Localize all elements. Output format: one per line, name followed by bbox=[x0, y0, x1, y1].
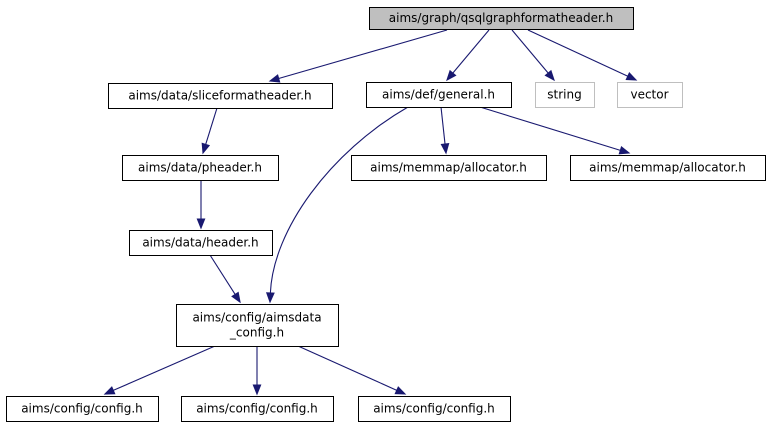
node-sliceformatheader[interactable]: aims/data/sliceformatheader.h bbox=[108, 83, 333, 109]
node-label: aims/data/header.h bbox=[142, 236, 258, 250]
node-label: aims/config/config.h bbox=[373, 402, 495, 416]
node-box bbox=[570, 155, 766, 181]
node-string[interactable]: string bbox=[535, 82, 595, 108]
edge-general-to-allocator_2 bbox=[479, 106, 631, 155]
node-box bbox=[181, 396, 334, 422]
edge-aimsdata_config-to-config_3 bbox=[297, 345, 407, 395]
node-box bbox=[535, 82, 595, 108]
node-label: aims/def/general.h bbox=[382, 88, 495, 102]
edge-aimsdata_config-to-config_2 bbox=[252, 346, 262, 396]
node-general[interactable]: aims/def/general.h bbox=[366, 82, 512, 108]
node-label: aims/data/pheader.h bbox=[138, 161, 262, 175]
node-label: _config.h bbox=[229, 326, 284, 340]
edge-root-to-sliceformatheader bbox=[268, 29, 448, 83]
arrowhead-icon bbox=[252, 384, 262, 396]
edge-line bbox=[452, 29, 490, 74]
edge-line bbox=[511, 29, 549, 74]
edge-pheader-to-header bbox=[196, 180, 206, 230]
arrowhead-icon bbox=[196, 218, 206, 230]
edge-root-to-general bbox=[446, 29, 490, 82]
arrowhead-icon bbox=[103, 386, 116, 395]
node-box bbox=[617, 82, 683, 108]
node-label: aims/memmap/allocator.h bbox=[370, 161, 527, 175]
node-label: aims/config/config.h bbox=[21, 402, 143, 416]
node-label: string bbox=[547, 88, 581, 102]
edge-general-to-allocator_1 bbox=[440, 106, 450, 155]
node-label: aims/graph/qsqlgraphformatheader.h bbox=[389, 11, 613, 25]
node-box bbox=[176, 304, 339, 347]
node-label: aims/data/sliceformatheader.h bbox=[128, 89, 311, 103]
edge-sliceformatheader-to-pheader bbox=[201, 107, 218, 155]
node-label: aims/memmap/allocator.h bbox=[589, 161, 746, 175]
node-box bbox=[369, 7, 634, 30]
node-config_2[interactable]: aims/config/config.h bbox=[181, 396, 334, 422]
edge-line bbox=[278, 29, 448, 80]
node-pheader[interactable]: aims/data/pheader.h bbox=[122, 155, 279, 181]
edge-line bbox=[269, 106, 409, 294]
node-label: aims/config/config.h bbox=[196, 402, 318, 416]
edge-general-to-aimsdata_config bbox=[265, 106, 409, 304]
arrowhead-icon bbox=[265, 292, 275, 304]
arrowhead-icon bbox=[625, 71, 638, 81]
edge-line bbox=[527, 29, 629, 77]
node-box bbox=[351, 155, 547, 181]
node-box bbox=[366, 82, 512, 108]
arrowhead-icon bbox=[231, 291, 241, 304]
edge-line bbox=[479, 106, 621, 151]
node-box bbox=[6, 396, 159, 422]
node-header[interactable]: aims/data/header.h bbox=[129, 230, 273, 256]
nodes-layer: aims/graph/qsqlgraphformatheader.h aims/d… bbox=[6, 7, 766, 422]
arrowhead-icon bbox=[446, 69, 457, 82]
edge-line bbox=[297, 345, 398, 391]
edge-root-to-vector bbox=[527, 29, 638, 81]
edge-line bbox=[440, 106, 446, 145]
edge-header-to-aimsdata_config bbox=[209, 254, 241, 304]
arrowhead-icon bbox=[440, 143, 450, 155]
edge-aimsdata_config-to-config_1 bbox=[103, 345, 216, 395]
node-vector[interactable]: vector bbox=[617, 82, 683, 108]
edge-line bbox=[113, 345, 216, 391]
arrowhead-icon bbox=[394, 386, 407, 395]
edge-line bbox=[209, 254, 236, 295]
node-box bbox=[122, 155, 279, 181]
arrowhead-icon bbox=[618, 145, 631, 155]
edge-root-to-string bbox=[511, 29, 555, 82]
arrowhead-icon bbox=[201, 142, 211, 155]
node-allocator_1[interactable]: aims/memmap/allocator.h bbox=[351, 155, 547, 181]
node-box bbox=[358, 396, 511, 422]
edge-line bbox=[205, 107, 218, 145]
node-label: aims/config/aimsdata bbox=[192, 311, 321, 325]
node-aimsdata_config[interactable]: aims/config/aimsdata_config.h bbox=[176, 304, 339, 347]
node-config_3[interactable]: aims/config/config.h bbox=[358, 396, 511, 422]
arrowhead-icon bbox=[268, 74, 281, 83]
node-box bbox=[108, 83, 333, 109]
node-config_1[interactable]: aims/config/config.h bbox=[6, 396, 159, 422]
node-box bbox=[129, 230, 273, 256]
edges-layer bbox=[103, 29, 638, 396]
node-allocator_2[interactable]: aims/memmap/allocator.h bbox=[570, 155, 766, 181]
arrowhead-icon bbox=[544, 69, 555, 82]
node-root[interactable]: aims/graph/qsqlgraphformatheader.h bbox=[369, 7, 634, 30]
node-label: vector bbox=[630, 88, 668, 102]
